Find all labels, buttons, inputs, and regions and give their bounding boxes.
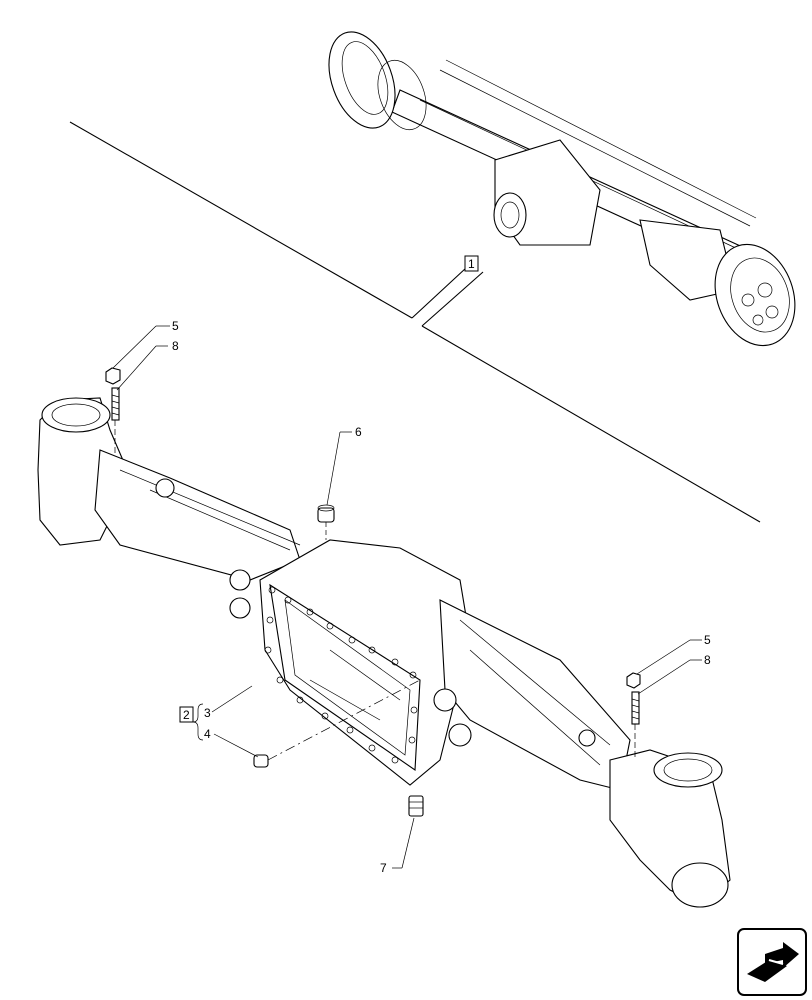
callout-3: 3 (204, 706, 211, 720)
next-page-arrow-icon[interactable] (737, 928, 807, 996)
drain-plug (408, 795, 424, 817)
callout-5-left: 5 (172, 319, 179, 333)
callout-1: 1 (464, 255, 479, 272)
nut-right (626, 672, 641, 689)
bolt-left (111, 387, 120, 455)
axle-housing (37, 397, 731, 908)
nut-left (105, 367, 121, 385)
leaders (112, 325, 702, 869)
callout-8-left: 8 (172, 339, 179, 353)
callout-1-label: 1 (468, 257, 475, 271)
callout-5-right: 5 (704, 633, 711, 647)
callout-8-right: 8 (704, 653, 711, 667)
callout-6: 6 (355, 425, 362, 439)
callout-7: 7 (380, 861, 387, 875)
callout-4: 4 (204, 727, 211, 741)
hardware-parts (105, 367, 641, 817)
bolt-right (631, 691, 640, 760)
flange-bolt-holes (264, 586, 418, 764)
callout-2-box: 2 (179, 706, 194, 723)
arrow-glyph (747, 942, 799, 982)
axle-assembly-overview (328, 31, 796, 347)
section-divider-lines (69, 121, 761, 523)
dowel-pin (253, 679, 421, 768)
callout-2-label: 2 (183, 708, 190, 722)
plug-center (317, 504, 335, 540)
